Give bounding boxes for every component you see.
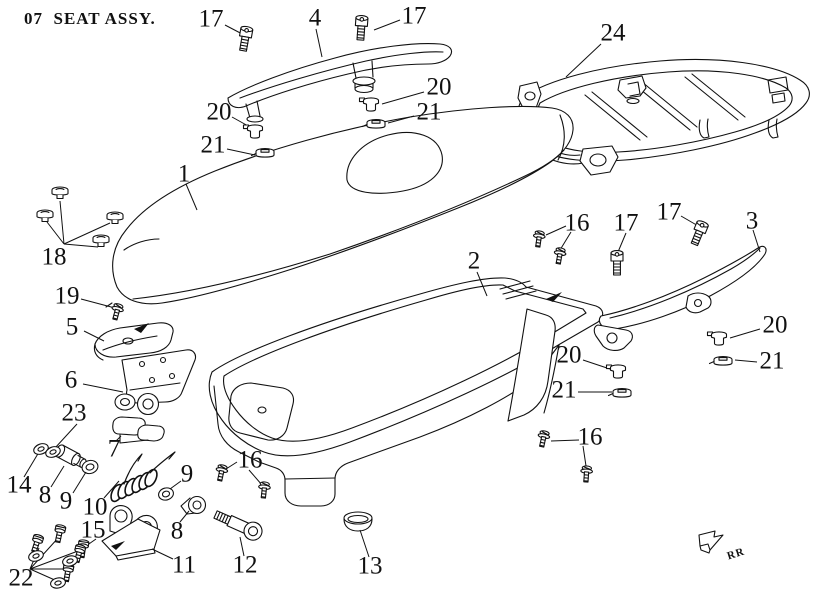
callout-16-a: 16 <box>237 446 263 474</box>
callout-2: 2 <box>467 247 481 275</box>
part-rubber-plug <box>343 511 373 532</box>
callout-9-b: 9 <box>180 460 194 488</box>
callout-1: 1 <box>177 160 191 188</box>
page-title: 07 SEAT ASSY. <box>24 9 156 28</box>
part-rear-carrier <box>517 59 810 176</box>
callout-7: 7 <box>107 435 121 463</box>
part-spring <box>110 451 176 503</box>
part-ring-right <box>158 487 174 501</box>
part-ring-left <box>81 459 99 475</box>
part-base-bracket <box>101 505 161 561</box>
part-screw-19 <box>105 301 126 322</box>
callout-11: 11 <box>171 551 197 579</box>
callout-3: 3 <box>745 207 759 235</box>
callout-17-c: 17 <box>613 209 639 237</box>
callout-15: 15 <box>80 516 106 544</box>
callout-10: 10 <box>82 493 108 521</box>
part-bumper-18-instances <box>36 186 124 248</box>
callout-20-d: 20 <box>556 341 582 369</box>
rr-arrow-icon <box>698 530 724 554</box>
callout-9-a: 9 <box>59 487 73 515</box>
part-hinge <box>114 349 197 416</box>
callout-19: 19 <box>54 282 80 310</box>
part-seat <box>112 105 574 305</box>
callout-6: 6 <box>64 366 78 394</box>
callout-23: 23 <box>61 399 87 427</box>
callout-20-b: 20 <box>426 73 452 101</box>
callout-20-c: 20 <box>762 311 788 339</box>
part-long-bolt <box>213 510 263 541</box>
callout-18: 18 <box>41 243 67 271</box>
part-lock-bracket <box>93 322 174 361</box>
callout-22: 22 <box>8 564 34 592</box>
callout-8-a: 8 <box>38 481 52 509</box>
callout-13: 13 <box>357 552 383 580</box>
callout-17-a: 17 <box>198 5 224 33</box>
part-side-rail <box>593 245 767 351</box>
part-latch-pieces <box>112 416 165 444</box>
callout-24: 24 <box>600 19 626 47</box>
callout-16-c: 16 <box>577 423 603 451</box>
part-socket-bolt <box>180 495 207 515</box>
callout-17-b: 17 <box>401 2 427 30</box>
callout-21-d: 21 <box>551 376 577 404</box>
callout-20-a: 20 <box>206 98 232 126</box>
callout-4: 4 <box>308 4 322 32</box>
callout-21-a: 21 <box>200 131 226 159</box>
part-grab-rail <box>227 43 453 123</box>
part-storage-box <box>208 277 604 507</box>
callout-17-d: 17 <box>656 198 682 226</box>
callout-21-b: 21 <box>416 98 442 126</box>
callout-14: 14 <box>6 471 32 499</box>
callout-8-b: 8 <box>170 517 184 545</box>
callout-21-c: 21 <box>759 347 785 375</box>
callout-16-b: 16 <box>564 209 590 237</box>
callout-12: 12 <box>232 551 258 579</box>
part-fastener-kit-22 <box>26 523 87 591</box>
callout-5: 5 <box>65 313 79 341</box>
